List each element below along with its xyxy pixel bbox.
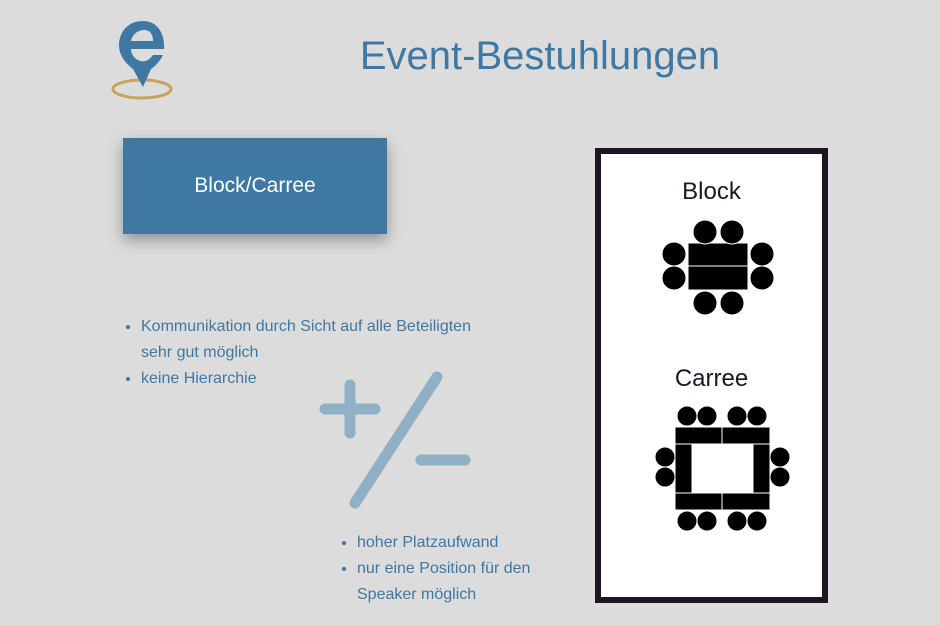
logo-icon bbox=[111, 21, 173, 100]
seating-panel: Block Carree bbox=[595, 148, 828, 603]
pros-list: Kommunikation durch Sicht auf alle Betei… bbox=[123, 314, 471, 392]
list-item: hoher Platzaufwand bbox=[357, 530, 577, 556]
block-label: Block bbox=[682, 178, 741, 205]
tab-block-carree[interactable]: Block/Carree bbox=[123, 138, 387, 234]
carree-diagram-icon bbox=[654, 405, 791, 532]
list-item: Kommunikation durch Sicht auf alle Betei… bbox=[141, 314, 471, 366]
block-diagram-icon bbox=[661, 219, 775, 316]
list-item: keine Hierarchie bbox=[141, 366, 471, 392]
carree-label: Carree bbox=[674, 365, 749, 392]
page-title: Event-Bestuhlungen bbox=[359, 34, 721, 78]
list-item: nur eine Position für den Speaker möglic… bbox=[357, 556, 577, 608]
cons-list: hoher Platzaufwand nur eine Position für… bbox=[339, 530, 577, 608]
plus-minus-icon bbox=[319, 371, 471, 509]
